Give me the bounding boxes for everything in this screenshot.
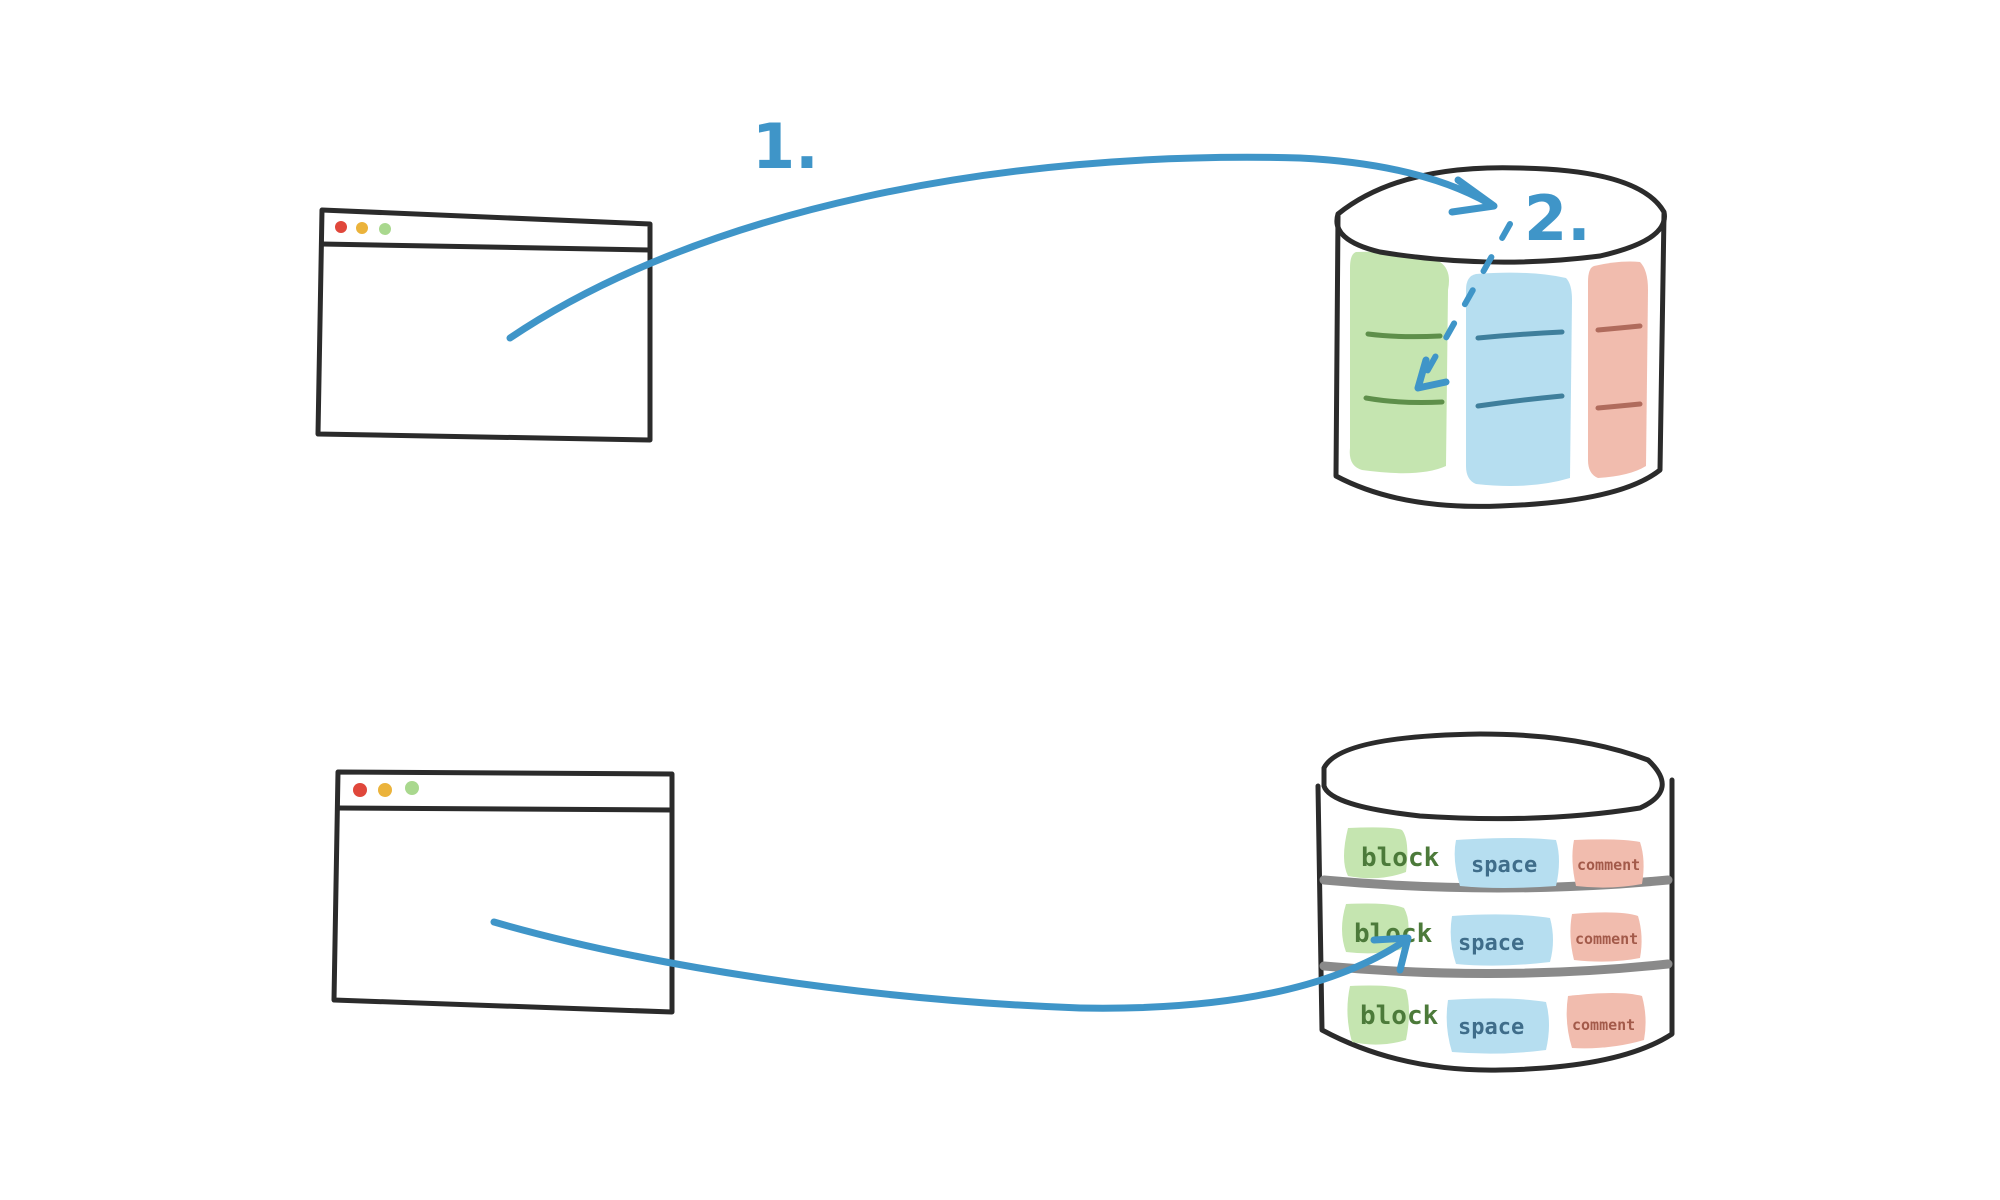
window-maximize-dot-top — [379, 223, 391, 235]
column-red-line-1 — [1595, 323, 1643, 333]
database-columnar-top — [1334, 165, 1667, 265]
database-columnar-body — [1333, 211, 1667, 509]
top-scene: 1. 2. — [315, 110, 1667, 509]
tag-space-bg — [1446, 998, 1549, 1054]
arrow-write-bottom-head — [1370, 934, 1412, 974]
browser-window-top-frame — [315, 207, 653, 443]
column-green — [1349, 251, 1449, 474]
window-maximize-dot-bottom — [405, 781, 419, 795]
database-columnar — [1333, 165, 1667, 509]
browser-window-top — [315, 207, 653, 443]
browser-window-bottom-titlebar — [335, 805, 675, 813]
window-minimize-dot-bottom — [378, 783, 392, 797]
browser-window-bottom — [331, 769, 675, 1015]
tag-comment-bg — [1570, 912, 1642, 962]
column-red-line-2 — [1595, 401, 1643, 411]
arrow-read-column-head — [1414, 356, 1450, 392]
bottom-scene: block space comment block space comment … — [331, 731, 1675, 1073]
arrow-read-column — [1417, 221, 1513, 387]
browser-window-top-titlebar — [319, 241, 653, 253]
row-3: block space comment — [1347, 985, 1646, 1054]
window-minimize-dot-top — [356, 222, 368, 234]
tag-comment-bg — [1566, 993, 1646, 1049]
column-green-line-1 — [1365, 331, 1443, 340]
arrow-write-top-head — [1448, 176, 1498, 216]
tag-space-label: space — [1458, 931, 1524, 956]
tag-block-bg — [1344, 827, 1408, 879]
window-close-dot-bottom — [353, 783, 367, 797]
step-label-2: 2. — [1524, 182, 1591, 255]
tag-block-label: block — [1361, 843, 1440, 873]
tag-space-bg — [1450, 914, 1553, 966]
row-separator-2 — [1319, 959, 1673, 979]
tag-comment-label: comment — [1577, 856, 1640, 874]
database-rows: block space comment block space comment … — [1315, 731, 1675, 1073]
tag-block-label: block — [1360, 1001, 1439, 1031]
database-rows-top — [1321, 731, 1665, 822]
tag-block-label: block — [1354, 919, 1433, 949]
tag-comment-label: comment — [1572, 1016, 1635, 1034]
browser-window-bottom-frame — [331, 769, 675, 1015]
window-close-dot-top — [335, 221, 347, 233]
column-blue-line-2 — [1475, 393, 1565, 409]
tag-comment-bg — [1572, 839, 1644, 888]
tag-space-bg — [1454, 838, 1559, 888]
arrow-write-top — [506, 153, 1494, 342]
tag-block-bg — [1347, 985, 1409, 1045]
tag-space-label: space — [1458, 1015, 1524, 1040]
tag-space-label: space — [1471, 853, 1537, 878]
arrow-write-bottom — [490, 918, 1410, 1012]
tag-comment-label: comment — [1575, 930, 1638, 948]
step-label-1: 1. — [752, 110, 819, 183]
column-blue-line-1 — [1475, 329, 1565, 341]
column-red — [1588, 261, 1648, 478]
column-green-line-2 — [1363, 395, 1445, 405]
row-1: block space comment — [1344, 827, 1644, 888]
column-blue — [1466, 272, 1572, 486]
database-rows-body — [1315, 777, 1675, 1073]
row-2: block space comment — [1342, 903, 1642, 966]
